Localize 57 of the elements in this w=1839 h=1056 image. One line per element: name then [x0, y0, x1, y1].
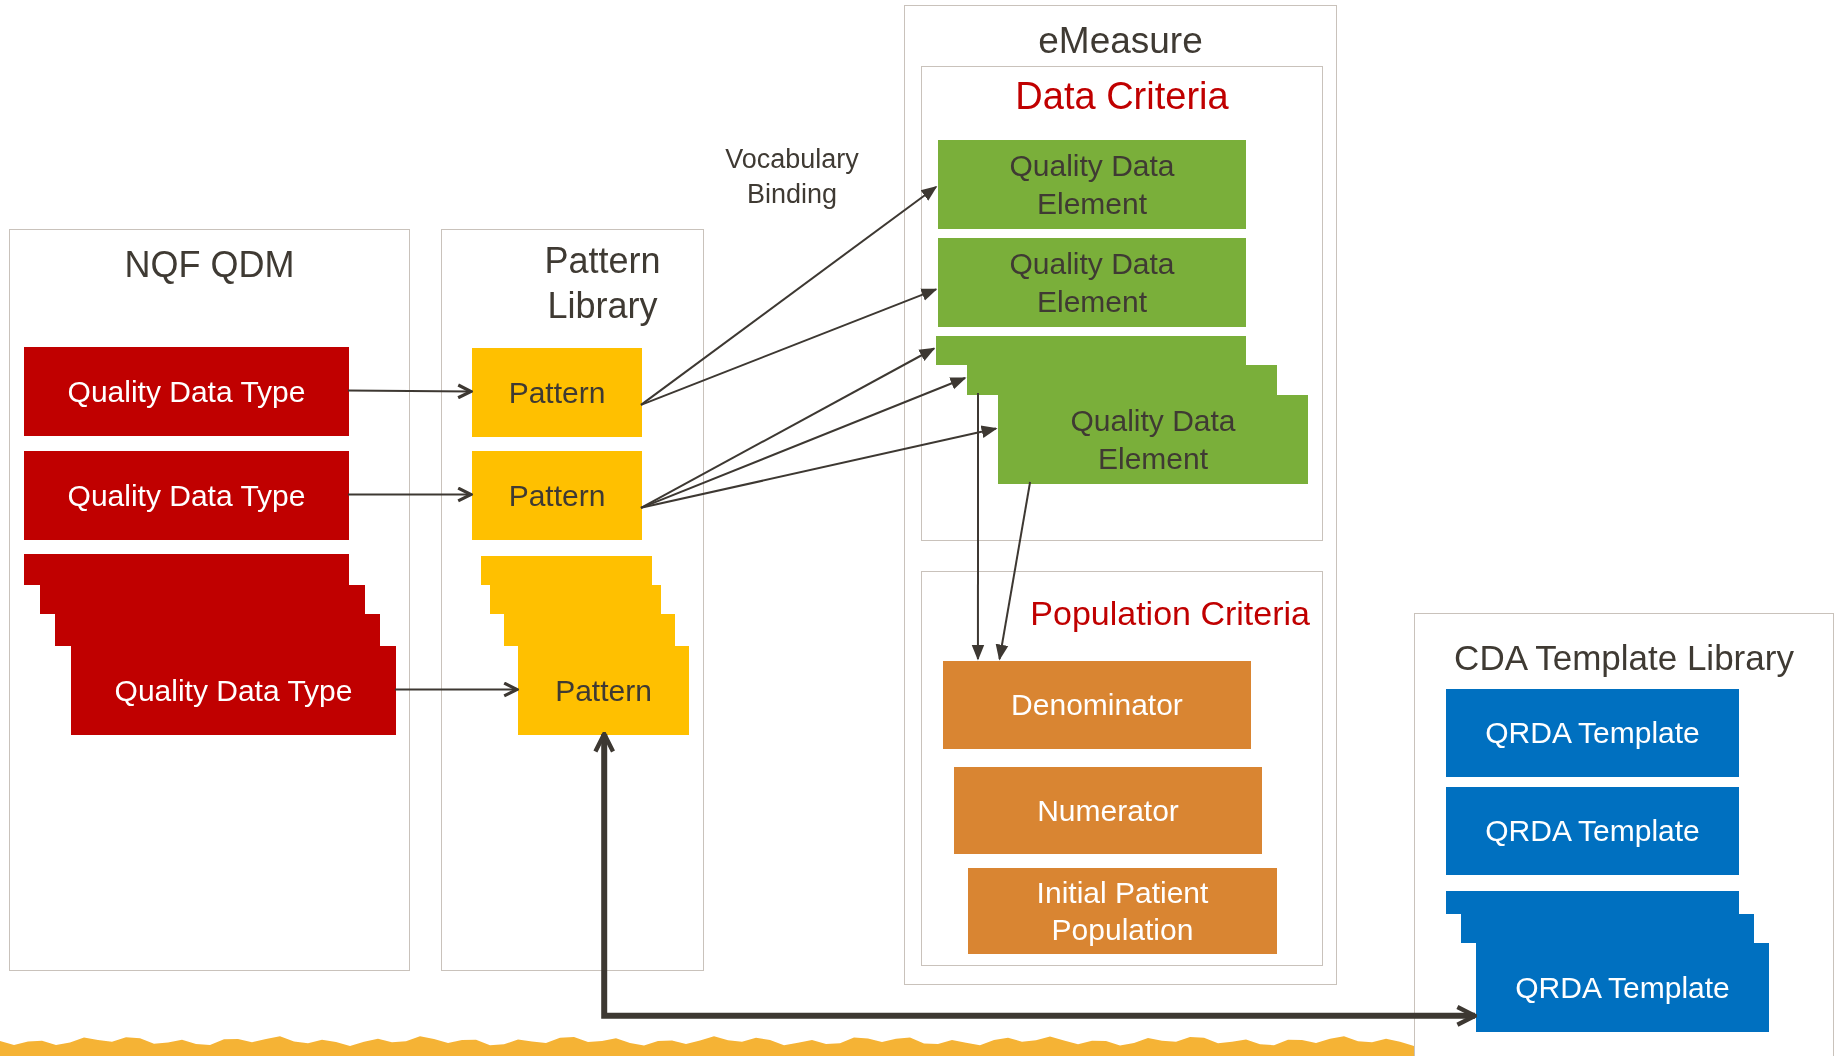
- process-box: [472, 451, 642, 540]
- arrow: [640, 185, 938, 406]
- process-box: [943, 661, 1251, 749]
- group-panel: [441, 229, 704, 971]
- group-panel: [9, 229, 410, 971]
- box-label: Quality Data Element: [1008, 246, 1176, 320]
- box-label: QRDA Template: [1485, 813, 1700, 850]
- process-box: [518, 646, 689, 735]
- box-label: Quality Data Type: [67, 373, 306, 410]
- box-label: Pattern: [508, 374, 606, 411]
- box-label: Quality Data Type: [67, 477, 306, 514]
- arrow: [995, 481, 1032, 661]
- group-panel: [904, 5, 1337, 985]
- panel-title: CDA Template Library: [1454, 637, 1794, 679]
- annotation-text: Vocabulary Binding: [724, 143, 860, 212]
- arrow: [971, 392, 985, 661]
- process-box: [938, 238, 1246, 327]
- process-box: [1476, 943, 1769, 1032]
- box-label: Quality Data Element: [1069, 403, 1237, 477]
- arrow: [347, 486, 473, 503]
- box-label: Quality Data Element: [1008, 148, 1176, 222]
- arrow: [347, 383, 473, 400]
- process-box: [24, 347, 349, 436]
- process-box: [24, 451, 349, 540]
- process-box: [1446, 787, 1739, 875]
- box-label: Quality Data Type: [114, 672, 353, 709]
- panel-title: Pattern Library: [543, 239, 662, 328]
- arrow: [640, 347, 936, 509]
- process-box: [71, 646, 396, 735]
- panel-title: eMeasure: [1038, 19, 1203, 63]
- panel-title: NQF QDM: [124, 243, 295, 287]
- arrow: [640, 425, 998, 509]
- box-label: QRDA Template: [1515, 969, 1730, 1006]
- stacked-box: [1446, 891, 1739, 914]
- process-box: [938, 140, 1246, 229]
- process-box: [954, 767, 1262, 854]
- process-box: [968, 868, 1277, 954]
- arrow: [593, 731, 1478, 1027]
- process-box: [998, 395, 1308, 484]
- process-box: [472, 348, 642, 437]
- panel-title: Data Criteria: [1015, 74, 1229, 119]
- box-label: Pattern: [508, 477, 606, 514]
- group-panel: [921, 571, 1323, 966]
- arrow: [640, 288, 938, 406]
- panel-title: Population Criteria: [1030, 593, 1310, 634]
- group-panel: [921, 66, 1323, 541]
- box-label: Denominator: [1011, 687, 1183, 724]
- stacked-box: [24, 554, 349, 585]
- stacked-box: [936, 336, 1246, 365]
- group-panel: [1414, 613, 1834, 1056]
- box-label: QRDA Template: [1485, 715, 1700, 752]
- stacked-box: [481, 556, 652, 585]
- process-box: [1446, 689, 1739, 777]
- box-label: Pattern: [555, 672, 652, 709]
- box-label: Numerator: [1037, 792, 1179, 829]
- arrow: [394, 681, 519, 698]
- box-label: Initial Patient Population: [1035, 874, 1210, 948]
